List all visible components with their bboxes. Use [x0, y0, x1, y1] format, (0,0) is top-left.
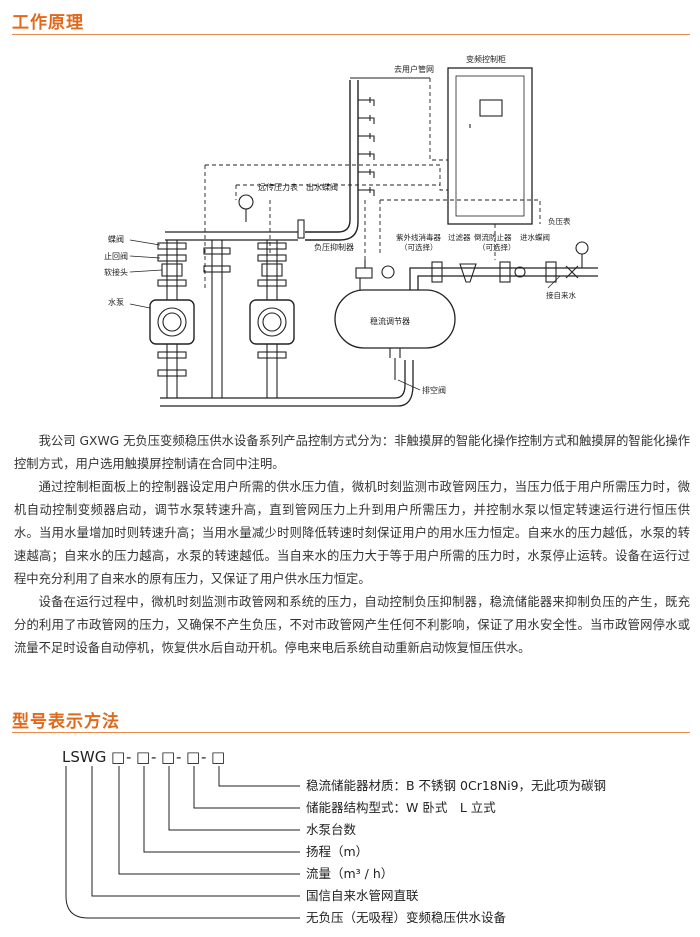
label-tank: 稳流调节器 [370, 316, 410, 326]
label-filter: 过滤器 [448, 232, 471, 242]
control-wires [204, 78, 541, 290]
label-butterfly-valve: 蝶阀 [108, 234, 124, 244]
explain-product: 无负压（无吸程）变频稳压供水设备 [306, 910, 507, 925]
label-backflow: 倒流防止器 [474, 232, 512, 242]
section-title-principle: 工作原理 [12, 13, 84, 33]
label-check-valve: 止回阀 [104, 251, 128, 261]
riser-pipe [305, 77, 430, 241]
code-sep-1: - [126, 748, 131, 766]
code-sep-4: - [201, 748, 206, 766]
explain-pump-count: 水泵台数 [306, 822, 357, 837]
inlet-components [381, 241, 589, 283]
description: 我公司 GXWG 无负压变频稳压供水设备系列产品控制方式分为：非触摸屏的智能化操… [14, 430, 690, 660]
label-from-tap: 接自来水 [546, 290, 576, 300]
vfd-cabinet [447, 67, 533, 225]
section-divider-2 [12, 732, 690, 733]
code-box-5: □ [211, 748, 225, 766]
label-neg-pressure-ctrl: 负压抑制器 [314, 242, 354, 252]
label-to-user-network: 去用户管网 [394, 64, 434, 74]
model-notation: LSWG □ - □ - □ - □ - □ 稳流储能器材质：B 不锈钢 0Cr… [62, 748, 606, 925]
model-code-boxes: □ - □ - □ - □ - □ [111, 748, 225, 766]
label-inlet-valve: 进水蝶阀 [520, 232, 550, 242]
label-uv-optional: （可选择） [400, 242, 438, 252]
code-box-4: □ [186, 748, 200, 766]
label-backflow-optional: （可选择） [478, 242, 516, 252]
explain-head: 扬程（m） [306, 844, 368, 859]
paragraph-3: 设备在运行过程中，微机时刻监测市政管网和系统的压力，自动控制负压抑制器，稳流储能… [14, 595, 690, 655]
system-schematic: 去用户管网 变频控制柜 远传压力表 出水蝶阀 [104, 54, 598, 407]
pump-2 [203, 240, 231, 398]
explain-flow: 流量（m³ / h） [306, 866, 393, 881]
label-vent-valve: 排空阀 [422, 385, 446, 395]
user-outlets [358, 97, 375, 196]
code-box-1: □ [111, 748, 125, 766]
code-sep-2: - [151, 748, 156, 766]
remote-gauge [238, 194, 254, 222]
pump-3 [249, 240, 295, 398]
label-remote-gauge: 远传压力表 [258, 182, 298, 192]
code-box-2: □ [136, 748, 150, 766]
outlet-butterfly-valve [297, 219, 305, 239]
label-soft-joint: 软接头 [104, 267, 128, 277]
model-prefix: LSWG [62, 748, 106, 766]
paragraph-2: 通过控制柜面板上的控制器设定用户所需的供水压力值，微机时刻监测市政管网压力，当压… [14, 480, 690, 586]
section-title-model: 型号表示方法 [12, 712, 120, 732]
explain-material: 稳流储能器材质：B 不锈钢 0Cr18Ni9，无此项为碳钢 [306, 778, 606, 793]
explain-structure: 储能器结构型式：W 卧式 L 立式 [306, 800, 496, 815]
label-pressure-gauge: 负压表 [548, 216, 571, 226]
pump-1 [149, 240, 195, 398]
section-divider [12, 34, 690, 35]
paragraph-1: 我公司 GXWG 无负压变频稳压供水设备系列产品控制方式分为：非触摸屏的智能化操… [14, 434, 690, 471]
label-pump: 水泵 [108, 297, 124, 307]
stabilizing-tank [334, 260, 456, 358]
vent-valve [394, 358, 421, 391]
label-vfd-cabinet: 变频控制柜 [466, 54, 506, 64]
code-sep-3: - [176, 748, 181, 766]
label-uv-sterilizer: 紫外线消毒器 [396, 232, 441, 242]
code-box-3: □ [161, 748, 175, 766]
label-outlet-valve: 出水蝶阀 [306, 182, 338, 192]
model-bracket-lines [65, 766, 300, 919]
explain-direct: 国信自来水管网直联 [306, 888, 419, 903]
